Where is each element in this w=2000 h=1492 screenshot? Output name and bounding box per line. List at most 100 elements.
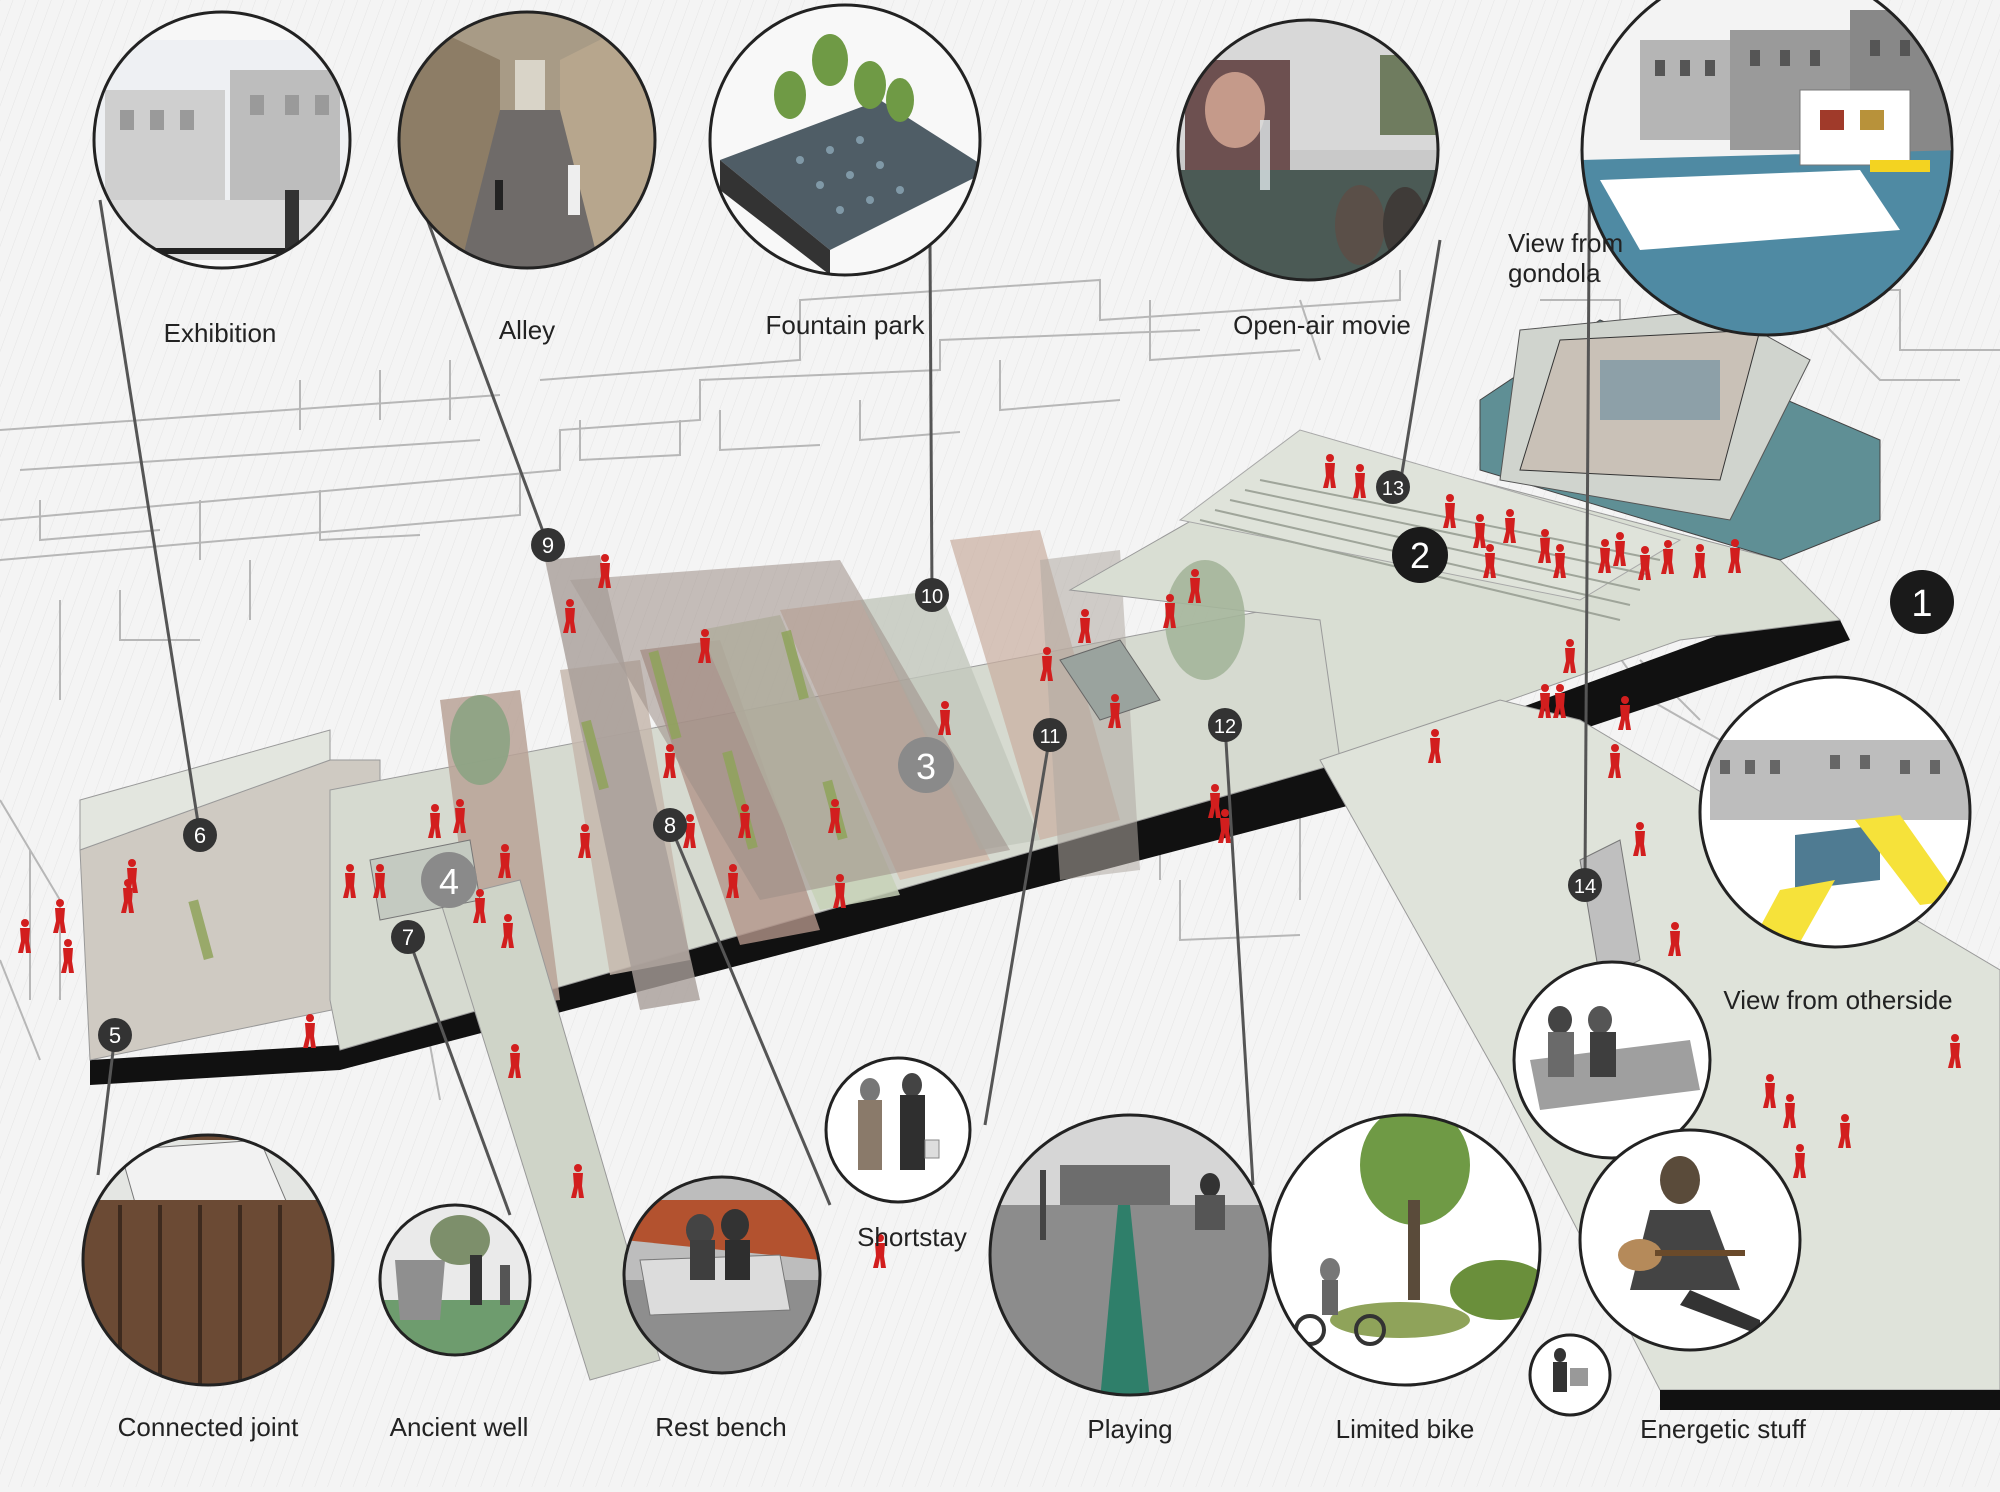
person-head bbox=[1841, 1114, 1849, 1122]
leader-lines bbox=[96, 99, 1592, 1216]
vignette-playing bbox=[988, 1113, 1272, 1397]
person-body bbox=[1473, 523, 1486, 548]
svg-text:6: 6 bbox=[194, 823, 206, 848]
person-body bbox=[1633, 831, 1646, 856]
person-body bbox=[598, 563, 611, 588]
marker-1: 1 bbox=[1890, 570, 1954, 634]
label-ancient-well: Ancient well bbox=[389, 1412, 529, 1442]
person-head bbox=[1211, 784, 1219, 792]
person-body bbox=[343, 873, 356, 898]
person-body bbox=[571, 1173, 584, 1198]
person-head bbox=[1556, 544, 1564, 552]
person-head bbox=[1476, 514, 1484, 522]
person-head bbox=[431, 804, 439, 812]
person-head bbox=[1636, 822, 1644, 830]
person-body bbox=[373, 873, 386, 898]
person-head bbox=[1431, 729, 1439, 737]
person-body bbox=[1763, 1083, 1776, 1108]
person-head bbox=[581, 824, 589, 832]
person-body bbox=[121, 888, 134, 913]
vignette-alley bbox=[397, 10, 657, 270]
person-body bbox=[473, 898, 486, 923]
person-body bbox=[61, 948, 74, 973]
person-head bbox=[876, 1234, 884, 1242]
person-body bbox=[1563, 648, 1576, 673]
vignette-energetic-stuff-bench bbox=[1512, 960, 1712, 1160]
person-body bbox=[873, 1243, 886, 1268]
person-head bbox=[1541, 529, 1549, 537]
person-body bbox=[1538, 538, 1551, 563]
person-head bbox=[1566, 639, 1574, 647]
person-body bbox=[1443, 503, 1456, 528]
person-head bbox=[1081, 609, 1089, 617]
person-body bbox=[1108, 703, 1121, 728]
person-head bbox=[1641, 546, 1649, 554]
person-body bbox=[1163, 603, 1176, 628]
vignette-energetic-stuff-guitar bbox=[1578, 1128, 1802, 1352]
vignette-small-cart bbox=[1528, 1333, 1612, 1417]
vignette-view-from-otherside bbox=[1698, 675, 1972, 949]
label-limited-bike: Limited bike bbox=[1335, 1414, 1475, 1444]
marker-3: 3 bbox=[898, 737, 954, 793]
person-head bbox=[504, 914, 512, 922]
person-body bbox=[18, 928, 31, 953]
person-head bbox=[686, 814, 694, 822]
person-body bbox=[1188, 578, 1201, 603]
people-figures bbox=[18, 454, 1961, 1268]
person-head bbox=[1611, 744, 1619, 752]
person-head bbox=[21, 919, 29, 927]
marker-14: 14 bbox=[1568, 868, 1602, 902]
marker-2: 2 bbox=[1392, 527, 1448, 583]
person-body bbox=[738, 813, 751, 838]
svg-text:5: 5 bbox=[109, 1023, 121, 1048]
plan-trees bbox=[450, 560, 1245, 785]
label-view-from-otherside: View from otherside bbox=[1723, 985, 1953, 1015]
person-head bbox=[1796, 1144, 1804, 1152]
person-body bbox=[1323, 463, 1336, 488]
person-head bbox=[601, 554, 609, 562]
marker-10: 10 bbox=[915, 578, 949, 612]
person-head bbox=[456, 799, 464, 807]
person-head bbox=[741, 804, 749, 812]
person-body bbox=[1948, 1043, 1961, 1068]
person-body bbox=[1613, 541, 1626, 566]
person-body bbox=[1838, 1123, 1851, 1148]
person-head bbox=[64, 939, 72, 947]
person-body bbox=[1783, 1103, 1796, 1128]
person-head bbox=[1616, 532, 1624, 540]
svg-text:3: 3 bbox=[916, 746, 936, 787]
vignette-connected-joint bbox=[81, 1133, 335, 1387]
person-head bbox=[501, 844, 509, 852]
person-head bbox=[701, 629, 709, 637]
marker-5: 5 bbox=[98, 1018, 132, 1052]
person-body bbox=[1538, 693, 1551, 718]
svg-text:13: 13 bbox=[1382, 478, 1404, 500]
person-body bbox=[1078, 618, 1091, 643]
person-head bbox=[1446, 494, 1454, 502]
person-body bbox=[1553, 693, 1566, 718]
person-body bbox=[726, 873, 739, 898]
person-head bbox=[1486, 544, 1494, 552]
person-body bbox=[1040, 656, 1053, 681]
person-body bbox=[1608, 753, 1621, 778]
person-head bbox=[941, 701, 949, 709]
svg-text:8: 8 bbox=[664, 813, 676, 838]
person-body bbox=[578, 833, 591, 858]
person-head bbox=[476, 889, 484, 897]
person-body bbox=[833, 883, 846, 908]
person-head bbox=[1696, 544, 1704, 552]
person-head bbox=[566, 599, 574, 607]
person-head bbox=[1664, 540, 1672, 548]
label-rest-bench: Rest bench bbox=[655, 1412, 787, 1442]
person-body bbox=[1353, 473, 1366, 498]
person-body bbox=[1728, 548, 1741, 573]
label-view-from-gondola: View from gondola bbox=[1508, 228, 1624, 288]
person-head bbox=[1621, 696, 1629, 704]
person-head bbox=[511, 1044, 519, 1052]
markers: 1 2 3 4 5 6 7 8 9 10 11 12 13 14 bbox=[98, 470, 1954, 1052]
svg-text:10: 10 bbox=[921, 586, 943, 608]
person-head bbox=[1506, 509, 1514, 517]
person-head bbox=[1356, 464, 1364, 472]
person-head bbox=[124, 879, 132, 887]
